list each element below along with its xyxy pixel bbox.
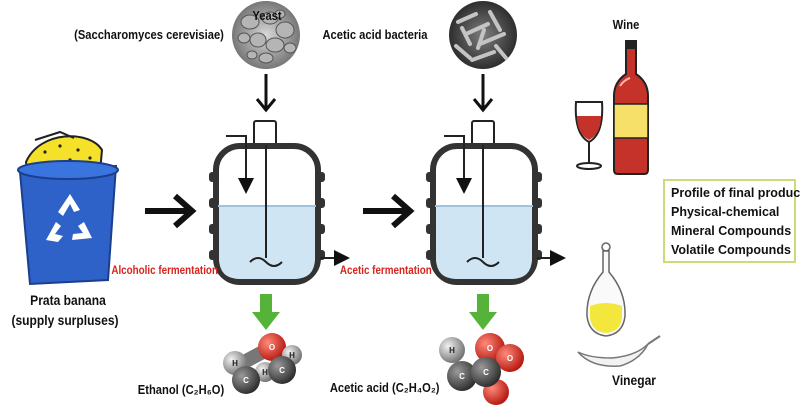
wine-bottle — [613, 40, 649, 175]
profile-title: Profile of final products: — [671, 186, 800, 200]
microbe-arrows — [255, 74, 494, 113]
profile-item: Mineral Compounds — [671, 224, 792, 238]
vinegar-cruet — [577, 242, 661, 367]
fermenter-1 — [209, 120, 350, 285]
profile-box: Profile of final products: Physical-chem… — [663, 179, 800, 263]
atom-label: O — [487, 344, 493, 353]
atom-label: C — [279, 366, 285, 375]
process-arrows — [145, 193, 415, 229]
acetic-acid-molecule: H O O C C — [439, 333, 524, 405]
acetic-fermentation-label: Acetic fermentation — [339, 263, 432, 277]
atom-label: H — [289, 351, 295, 360]
atom-label: O — [269, 343, 275, 352]
atom-label: C — [243, 376, 249, 385]
yeast-species-label: (Saccharomyces cerevisiae) — [74, 27, 224, 42]
alcoholic-fermentation-label: Alcoholic fermentation — [111, 263, 218, 277]
wine-glass — [574, 101, 604, 170]
profile-item: Volatile Compounds — [671, 243, 791, 257]
atom-label: O — [507, 354, 513, 363]
acetic-bacteria-label: Acetic acid bacteria — [322, 27, 428, 42]
banana-sublabel: (supply surpluses) — [11, 312, 119, 328]
recycle-icon — [46, 194, 92, 242]
banana-label: Prata banana — [30, 292, 106, 308]
fermenter-2 — [426, 120, 566, 285]
acetic-acid-label: Acetic acid (C₂H₄O₂) — [329, 380, 440, 395]
wine-label: Wine — [612, 17, 640, 32]
atom-label: C — [483, 368, 489, 377]
atom-label: H — [449, 346, 455, 355]
ethanol-label: Ethanol (C₂H₆O) — [137, 382, 225, 397]
ethanol-molecule: H O H H C C — [223, 333, 302, 394]
banana-recycle-bin — [17, 130, 119, 286]
bacteria-micrograph — [449, 1, 517, 69]
yeast-label: Yeast — [252, 8, 282, 23]
vinegar-label: Vinegar — [612, 372, 656, 388]
yeast-micrograph — [232, 1, 300, 69]
profile-item: Physical-chemical — [671, 205, 780, 219]
product-arrows — [252, 294, 497, 330]
atom-label: H — [262, 368, 268, 377]
atom-label: C — [459, 372, 465, 381]
atom-label: H — [232, 359, 238, 368]
